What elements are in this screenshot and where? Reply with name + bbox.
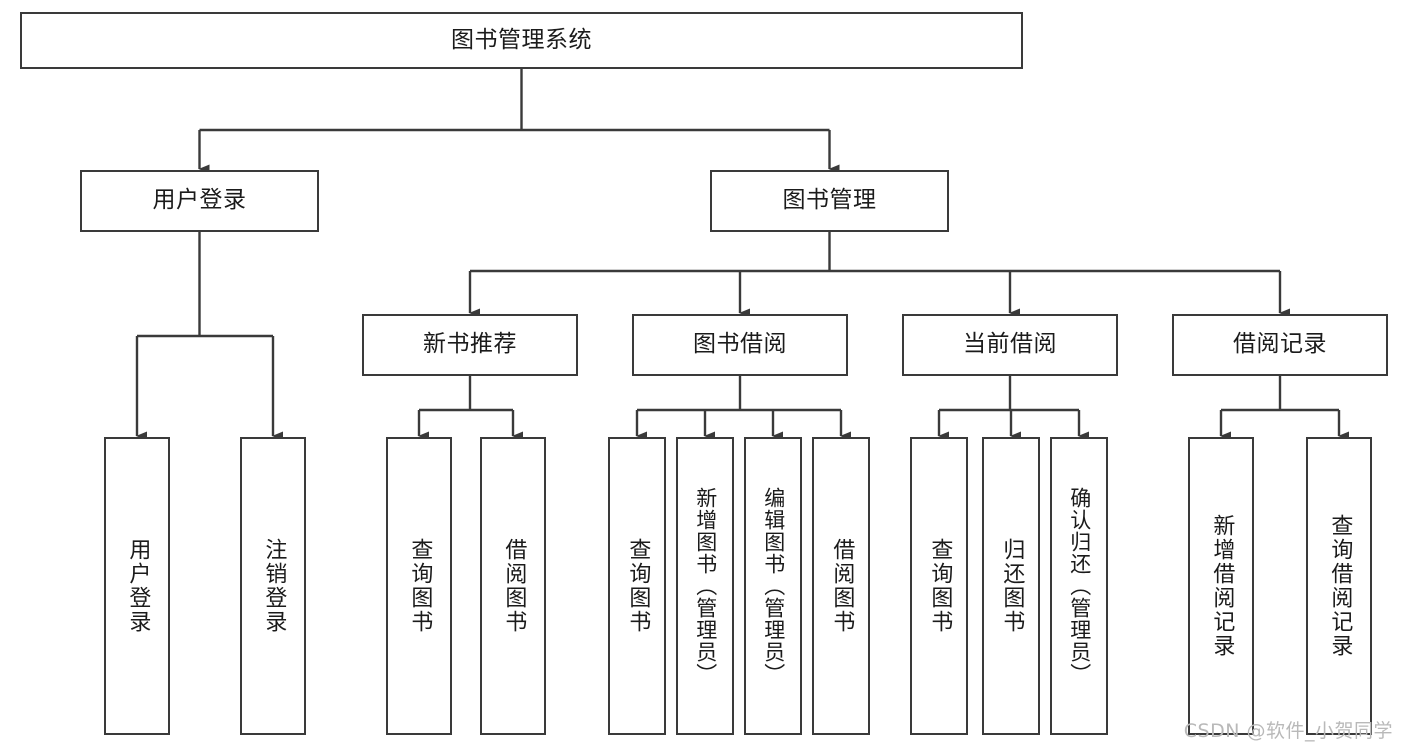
node-label: 新增图书（管理员） (693, 487, 718, 685)
node-leaf-bb-add: 新增图书（管理员） (676, 437, 734, 735)
node-current-borrow: 当前借阅 (902, 314, 1118, 376)
node-root: 图书管理系统 (20, 12, 1023, 69)
node-label: 图书借阅 (693, 331, 787, 358)
node-label: 借阅图书 (501, 538, 527, 634)
node-label: 用户登录 (125, 538, 151, 634)
node-leaf-br-add: 新增借阅记录 (1188, 437, 1254, 735)
node-book-borrow: 图书借阅 (632, 314, 848, 376)
node-book-manage: 图书管理 (710, 170, 949, 232)
node-leaf-cb-confirm: 确认归还（管理员） (1050, 437, 1108, 735)
node-user-login: 用户登录 (80, 170, 319, 232)
node-label: 查询图书 (927, 538, 953, 634)
node-label: 注销登录 (261, 538, 287, 634)
node-label: 用户登录 (152, 187, 247, 214)
node-leaf-rec-query: 查询图书 (386, 437, 452, 735)
node-label: 归还图书 (999, 538, 1025, 634)
node-label: 新书推荐 (423, 331, 517, 358)
node-leaf-user-login: 用户登录 (104, 437, 170, 735)
node-label: 查询图书 (625, 538, 651, 634)
watermark-text: CSDN @软件_小贺同学 (1183, 720, 1393, 742)
node-borrow-record: 借阅记录 (1172, 314, 1388, 376)
node-label: 编辑图书（管理员） (761, 487, 786, 685)
node-leaf-rec-borrow: 借阅图书 (480, 437, 546, 735)
node-leaf-cb-return: 归还图书 (982, 437, 1040, 735)
node-new-book-rec: 新书推荐 (362, 314, 578, 376)
node-label: 借阅图书 (829, 538, 855, 634)
node-label: 图书管理系统 (451, 26, 592, 53)
node-label: 确认归还（管理员） (1067, 487, 1092, 685)
node-label: 借阅记录 (1233, 331, 1327, 358)
node-leaf-bb-borrow: 借阅图书 (812, 437, 870, 735)
node-leaf-user-logout: 注销登录 (240, 437, 306, 735)
node-label: 当前借阅 (963, 331, 1057, 358)
node-label: 查询借阅记录 (1327, 514, 1353, 658)
node-label: 查询图书 (407, 538, 433, 634)
node-label: 图书管理 (782, 187, 877, 214)
node-label: 新增借阅记录 (1209, 514, 1235, 658)
node-leaf-br-query: 查询借阅记录 (1306, 437, 1372, 735)
node-leaf-bb-edit: 编辑图书（管理员） (744, 437, 802, 735)
node-leaf-bb-query: 查询图书 (608, 437, 666, 735)
node-leaf-cb-query: 查询图书 (910, 437, 968, 735)
